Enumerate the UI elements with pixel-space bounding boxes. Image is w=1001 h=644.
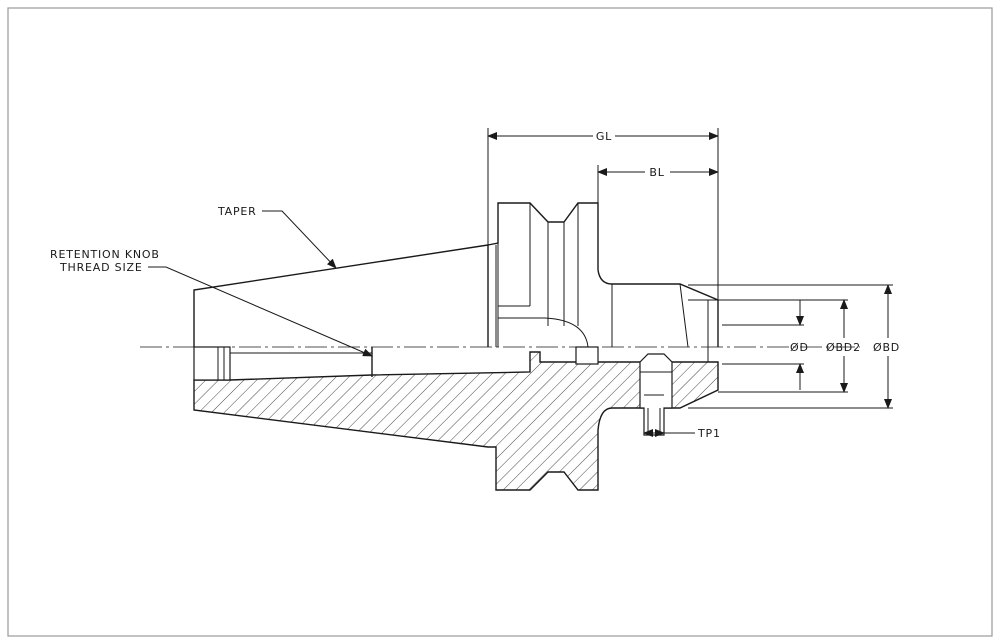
taper-leader [262,210,337,269]
upper-outline [193,202,719,353]
phi-bd2-label: ØBD2 [826,341,861,354]
gl-label: GL [596,130,612,143]
gl-dimension [487,128,719,300]
taper-label: TAPER [217,205,257,218]
bl-label: BL [649,166,664,179]
retention-label-line1: RETENTION KNOB [50,248,160,261]
retention-leader [148,266,373,357]
phi-d-label: ØD [790,341,809,354]
lower-section [193,346,719,491]
diameter-dimensions [688,284,893,409]
bl-dimension [597,165,719,203]
drawing-frame [7,7,993,637]
tp1-label: TP1 [697,427,721,440]
retention-label-line2: THREAD SIZE [59,261,143,274]
phi-bd-label: ØBD [873,341,900,354]
